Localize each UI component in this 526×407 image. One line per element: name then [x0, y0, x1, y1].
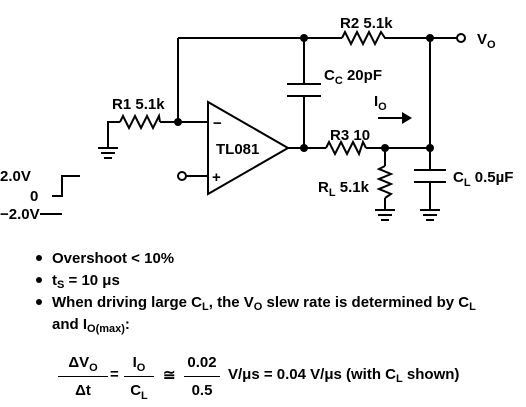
plus-label: +	[212, 169, 221, 186]
io-arrowhead	[402, 112, 412, 124]
cc-label: CC 20pF	[324, 67, 382, 87]
junction-dot	[300, 144, 308, 152]
r2-resistor	[341, 29, 388, 47]
circuit-schematic: R2 5.1k VO CC 20pF IO R1 5.1k − TL081 + …	[0, 15, 513, 223]
r1-resistor	[119, 112, 161, 131]
formula-line1	[58, 376, 108, 377]
formula-num2: IO	[132, 354, 146, 374]
formula-num3: 0.02	[187, 354, 217, 371]
r3-label: R3 10	[330, 127, 370, 144]
note-slew-rate: When driving large CL, the VO slew rate …	[36, 294, 476, 313]
formula-den3: 0.5	[191, 382, 213, 399]
noninverting-input-terminal	[177, 171, 187, 181]
opamp-label: TL081	[216, 141, 259, 158]
input-high-label: 2.0V	[0, 168, 31, 185]
input-zero-label: 0	[30, 188, 38, 205]
bullet-icon	[36, 277, 42, 284]
rl-label: RL 5.1k	[318, 179, 370, 199]
rl-resistor	[376, 165, 394, 199]
bullet-icon	[36, 299, 42, 306]
junction-dot	[174, 118, 182, 126]
r1-label: R1 5.1k	[112, 96, 165, 113]
r3-resistor	[325, 139, 367, 157]
opamp-triangle	[207, 100, 291, 196]
input-waveform	[40, 175, 80, 215]
ground-cl	[420, 209, 440, 221]
io-label: IO	[374, 93, 387, 113]
ground-rl	[375, 209, 395, 221]
minus-label: −	[213, 115, 222, 132]
feedback-wire	[177, 37, 342, 120]
formula-approx: ≅	[163, 367, 176, 384]
cc-capacitor	[287, 38, 321, 148]
formula-den1: Δt	[75, 382, 91, 399]
junction-dot	[426, 144, 434, 152]
formula-den2: CL	[130, 382, 148, 402]
r2-label: R2 5.1k	[340, 15, 393, 32]
ground-r1	[98, 147, 118, 159]
formula-eq: =	[110, 366, 119, 383]
note-settling-time: tS = 10 μs	[36, 272, 120, 291]
r1-wire	[107, 121, 208, 148]
formula-result: V/μs = 0.04 V/μs (with CL shown)	[228, 366, 460, 385]
input-low-label: −2.0V	[0, 206, 40, 223]
cl-capacitor	[414, 169, 446, 210]
note-overshoot: Overshoot < 10%	[36, 250, 174, 267]
formula-num1: ΔVO	[68, 354, 98, 374]
cl-label: CL 0.5µF	[453, 169, 513, 189]
bullet-icon	[36, 255, 42, 262]
vo-label: VO	[477, 31, 496, 51]
formula-line3	[184, 376, 220, 377]
vo-terminal	[456, 33, 466, 43]
note-slew-rate-cont: and IO(max):	[52, 316, 130, 335]
formula-line2	[124, 376, 154, 377]
